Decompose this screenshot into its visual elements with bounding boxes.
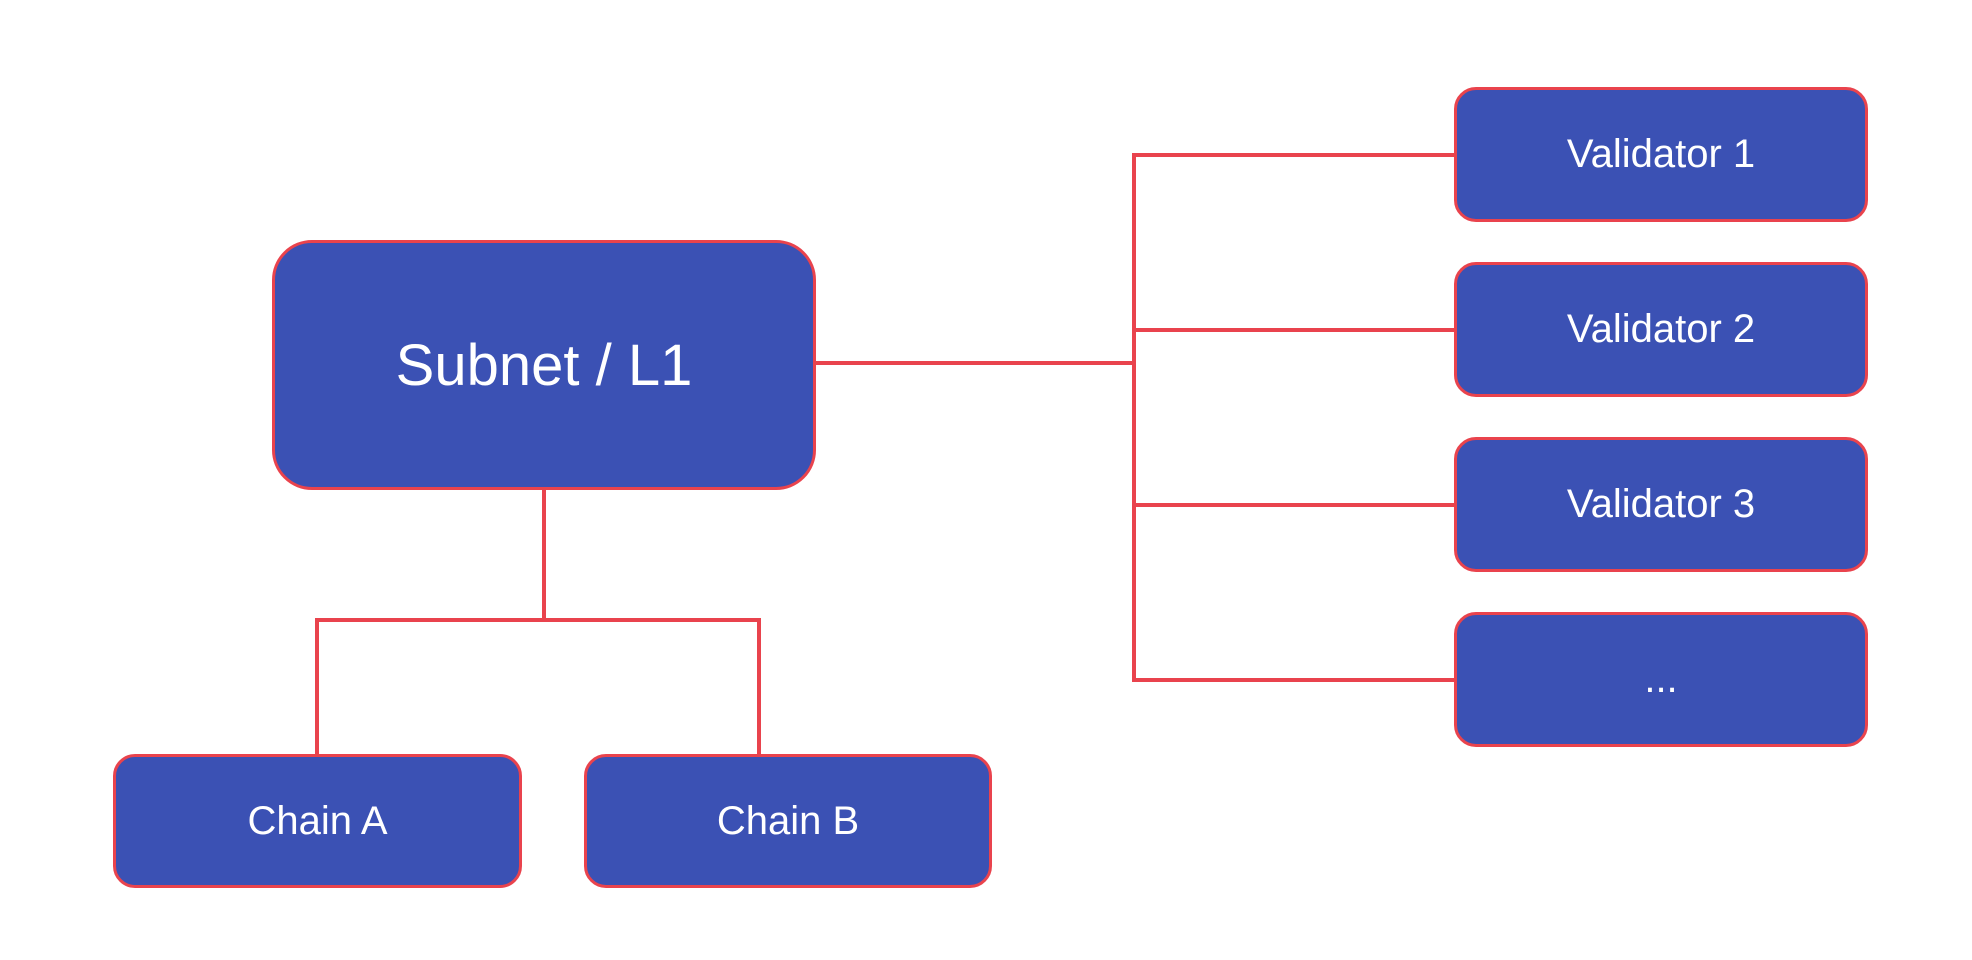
node-chain-a-label: Chain A [247,798,388,843]
connector-branch-validator-etc [1132,678,1456,682]
node-chain-a: Chain A [113,754,522,888]
node-validator-2-label: Validator 2 [1566,307,1756,351]
connector-branch-validator-2 [1132,328,1456,332]
connector-chain-bar [315,618,761,622]
connector-drop-chain-b [757,618,761,758]
node-validator-3-label: Validator 3 [1566,482,1756,526]
node-validator-3: Validator 3 [1454,437,1868,572]
node-validator-etc: ... [1454,612,1868,747]
node-validator-1-label: Validator 1 [1566,132,1756,176]
connector-branch-validator-3 [1132,503,1456,507]
node-validator-etc-label: ... [1644,657,1678,701]
node-validator-1: Validator 1 [1454,87,1868,222]
connector-branch-validator-1 [1132,153,1456,157]
node-chain-b: Chain B [584,754,992,888]
node-validator-2: Validator 2 [1454,262,1868,397]
connector-drop-chain-a [315,618,319,758]
connector-subnet-stem [542,488,546,622]
node-subnet-label: Subnet / L1 [395,332,693,398]
connector-subnet-to-trunk [814,361,1136,365]
node-subnet: Subnet / L1 [272,240,816,490]
node-chain-b-label: Chain B [716,798,860,843]
connector-validator-trunk [1132,153,1136,682]
